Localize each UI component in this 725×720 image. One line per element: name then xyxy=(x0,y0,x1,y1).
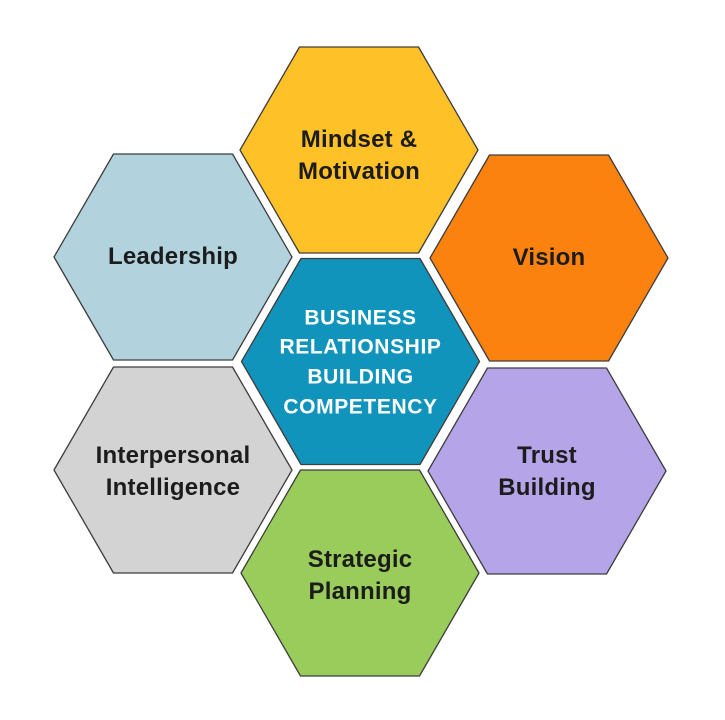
hexagon-leadership xyxy=(53,153,293,361)
hexagon-center-competency xyxy=(240,257,481,466)
hexagon-strategic-planning xyxy=(240,469,480,677)
hexagon-trust-building xyxy=(427,367,667,575)
hexagon-interpersonal-intelligence xyxy=(53,366,293,574)
hexagon-mindset-motivation xyxy=(239,46,479,254)
hexagon-vision xyxy=(429,154,669,362)
